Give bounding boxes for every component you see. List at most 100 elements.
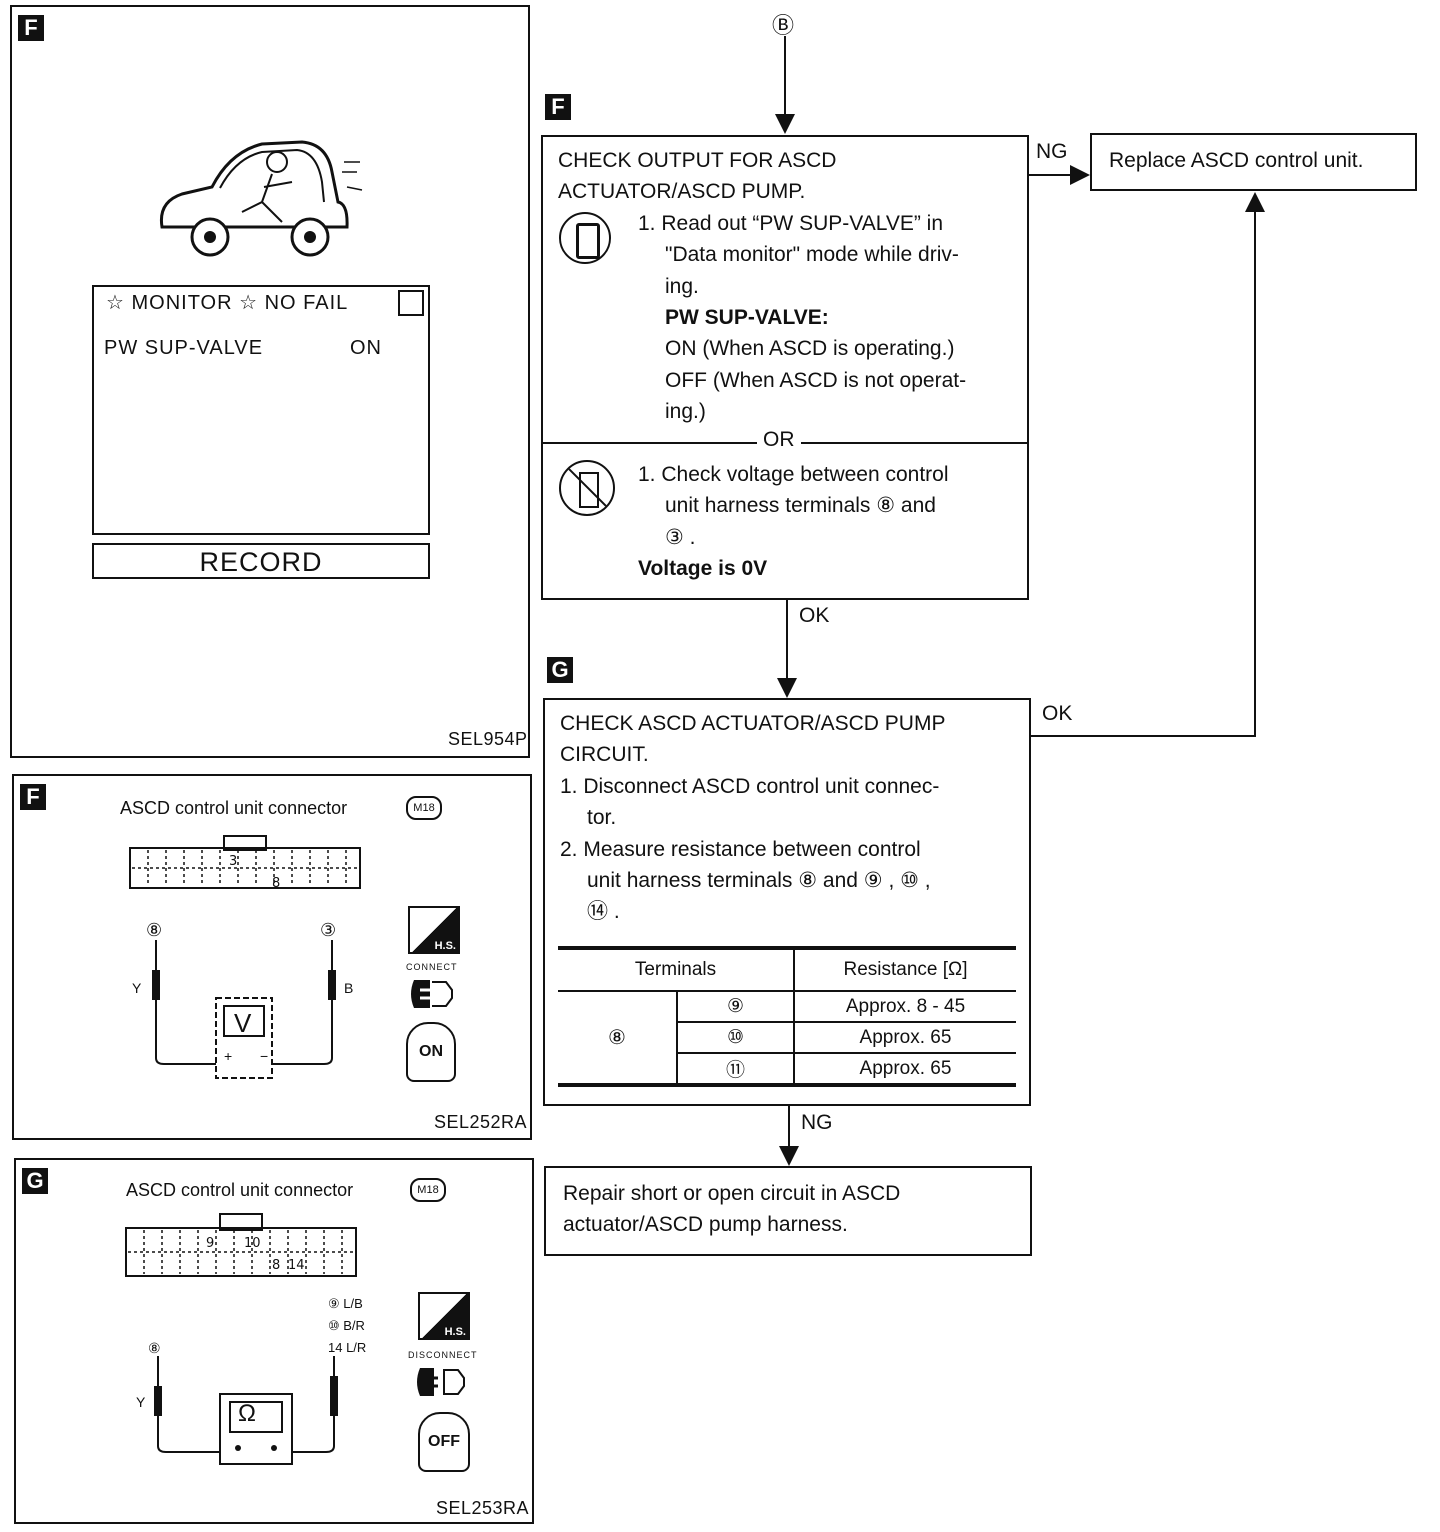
step-f-consult-2: "Data monitor" mode while driv-	[665, 243, 959, 266]
consult-tester-icon	[559, 212, 611, 264]
table-cell-to: ⑨	[677, 991, 795, 1022]
ok-label: OK	[1042, 702, 1073, 725]
ok-label: OK	[799, 604, 830, 627]
section-tag-f: F	[545, 94, 571, 120]
connector-f-diagram	[129, 835, 361, 889]
step-g-step-2a: 2. Measure resistance between control	[560, 838, 921, 861]
record-button-label: RECORD	[199, 547, 323, 577]
hs-icon-label: H.S.	[444, 1326, 466, 1338]
wire-color-left: Y	[136, 1394, 146, 1410]
connector-title: ASCD control unit connector	[120, 798, 348, 818]
ignition-key-on-icon: ON	[406, 1022, 456, 1082]
disconnect-label: DISCONNECT	[408, 1350, 478, 1360]
meter-minus: −	[260, 1048, 269, 1064]
step-f-voltage-2: unit harness terminals ⑧ and	[665, 494, 936, 517]
replace-control-unit-box: Replace ASCD control unit.	[1090, 133, 1417, 191]
hs-icon-label: H.S.	[434, 940, 456, 952]
table-header-terminals: Terminals	[558, 950, 795, 991]
probe-left-terminal: ⑧	[148, 1340, 161, 1356]
step-g-step-1b: tor.	[587, 806, 617, 829]
step-f-consult-6: OFF (When ASCD is not operat-	[665, 369, 967, 392]
pin-3-label: 3	[229, 854, 238, 869]
ohmmeter-circuit	[154, 1356, 338, 1465]
connector-plug-icon	[406, 976, 456, 1012]
connect-label: CONNECT	[406, 962, 458, 972]
connector-id-badge: M18	[410, 1178, 446, 1202]
step-f-title-1: CHECK OUTPUT FOR ASCD	[558, 149, 837, 172]
ng-label: NG	[801, 1111, 833, 1134]
connector-id-badge: M18	[406, 796, 442, 820]
voltmeter-circuit	[152, 940, 336, 1079]
table-row: ⑩ Approx. 65	[558, 1022, 1016, 1053]
section-tag-g: G	[547, 657, 573, 683]
step-f-title-2: ACTUATOR/ASCD PUMP.	[558, 180, 806, 203]
section-tag-f: F	[20, 784, 46, 810]
resistance-table: Terminals Resistance [Ω] ⑧ ⑨ Approx. 8 -…	[558, 946, 1016, 1087]
step-g-step-2b: unit harness terminals ⑧ and ⑨ , ⑩ ,	[587, 869, 931, 892]
step-g-step-1a: 1. Disconnect ASCD control unit connec-	[560, 775, 940, 798]
figure-code: SEL954P	[448, 729, 528, 749]
step-f-voltage-1: 1. Check voltage between control	[638, 463, 949, 486]
table-cell-to: ⑪	[677, 1053, 795, 1083]
step-f-consult-3: ing.	[665, 275, 699, 298]
step-g-step-2c: ⑭ .	[587, 900, 620, 923]
step-g-title-1: CHECK ASCD ACTUATOR/ASCD PUMP	[560, 712, 946, 735]
monitor-header: ☆ MONITOR ☆ NO FAIL	[106, 292, 349, 314]
probe-left-terminal: ⑧	[146, 920, 163, 940]
car-driver-illustration	[159, 140, 363, 257]
table-cell-value: Approx. 65	[859, 1057, 952, 1079]
key-label: ON	[419, 1043, 443, 1060]
probe-right-wire-3: 14 L/R	[328, 1340, 367, 1355]
step-f-voltage-3: ③ .	[665, 526, 696, 549]
section-tag-g: G	[22, 1168, 48, 1194]
wire-color-left: Y	[132, 980, 142, 996]
monitor-item-value: ON	[350, 337, 382, 359]
monitor-checkbox[interactable]	[398, 290, 424, 316]
table-cell-value: Approx. 8 - 45	[845, 995, 966, 1017]
step-f-consult-1: 1. Read out “PW SUP-VALVE” in	[638, 212, 944, 235]
ohmmeter-symbol: Ω	[238, 1400, 256, 1427]
pin-10-label: 10	[244, 1236, 261, 1251]
pin-9-label: 9	[206, 1236, 215, 1251]
table-header-resistance: Resistance [Ω]	[843, 959, 968, 980]
ng-label: NG	[1036, 140, 1068, 163]
step-g-title-2: CIRCUIT.	[560, 743, 649, 766]
table-cell-from: ⑧	[558, 991, 678, 1083]
hs-icon: H.S.	[408, 906, 460, 954]
monitor-screen	[92, 285, 430, 535]
wire-color-right: B	[344, 980, 354, 996]
step-f-voltage-spec: Voltage is 0V	[638, 557, 768, 580]
section-tag-f: F	[18, 15, 44, 41]
table-row: ⑧ ⑨ Approx. 8 - 45	[558, 991, 1016, 1083]
table-cell-to: ⑩	[677, 1022, 795, 1053]
ignition-key-off-icon: OFF	[418, 1412, 470, 1472]
record-button[interactable]: RECORD	[92, 543, 430, 579]
or-label: OR	[763, 428, 795, 451]
monitor-illustration-panel: F ☆ MONITOR ☆ NO FAIL PW SUP-VALVE ON RE…	[10, 5, 530, 758]
connector-id: M18	[417, 1184, 439, 1196]
entry-connector-marker: Ⓑ	[772, 13, 795, 38]
monitor-item-label: PW SUP-VALVE	[104, 337, 264, 359]
repair-line-1: Repair short or open circuit in ASCD	[563, 1182, 901, 1205]
repair-harness-box: Repair short or open circuit in ASCD act…	[544, 1166, 1032, 1256]
connector-g-panel: G ASCD control unit connector M18 9 10 8…	[14, 1158, 534, 1524]
probe-right-wire-2: ⑩ B/R	[328, 1318, 365, 1333]
table-cell-value: Approx. 65	[859, 1026, 952, 1048]
no-tools-icon	[559, 460, 615, 516]
step-f-box	[541, 135, 1029, 600]
replace-control-unit-text: Replace ASCD control unit.	[1109, 149, 1364, 172]
step-f-consult-7: ing.)	[665, 400, 706, 423]
figure-code: SEL252RA	[434, 1112, 528, 1132]
table-row: ⑪ Approx. 65	[558, 1053, 1016, 1083]
connector-id: M18	[413, 802, 435, 814]
probe-right-terminal: ③	[320, 920, 337, 940]
connector-title: ASCD control unit connector	[126, 1180, 354, 1200]
disconnected-plug-icon	[414, 1364, 470, 1400]
connector-f-panel: F ASCD control unit connector M18 3 8 ⑧ …	[12, 774, 532, 1140]
figure-code: SEL253RA	[436, 1498, 530, 1518]
or-divider-label: OR	[757, 428, 801, 452]
repair-line-2: actuator/ASCD pump harness.	[563, 1213, 848, 1236]
key-label: OFF	[428, 1433, 460, 1450]
probe-right-wire-1: ⑨ L/B	[328, 1296, 363, 1311]
